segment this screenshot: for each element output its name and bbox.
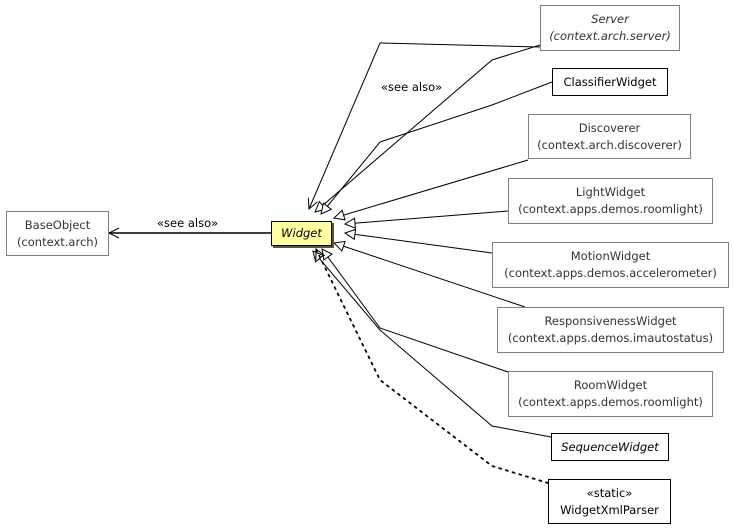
class-name: ResponsivenessWidget xyxy=(544,314,677,328)
class-responsiveness-widget[interactable]: ResponsivenessWidget (context.apps.demos… xyxy=(497,307,724,353)
class-name: Widget xyxy=(281,226,322,240)
edge-sequence-generalization xyxy=(313,251,552,438)
class-classifier-widget[interactable]: ClassifierWidget xyxy=(552,68,668,96)
edge-xmlparser-dependency xyxy=(315,249,549,484)
class-package: (context.arch.discoverer) xyxy=(537,137,682,152)
class-name: RoomWidget xyxy=(573,378,648,392)
class-name: Server xyxy=(591,12,629,26)
class-name: MotionWidget xyxy=(570,249,651,263)
edge-classifier-generalization xyxy=(321,81,553,214)
class-base-object[interactable]: BaseObject (context.arch) xyxy=(6,211,109,256)
class-motion-widget[interactable]: MotionWidget (context.apps.demos.acceler… xyxy=(492,242,729,288)
class-name: LightWidget xyxy=(575,185,646,199)
class-package: (context.apps.demos.roomlight) xyxy=(518,395,703,409)
edge-label-server-widget: «see also» xyxy=(381,80,443,94)
edge-discoverer-generalization xyxy=(334,159,529,218)
class-room-widget[interactable]: RoomWidget (context.apps.demos.roomlight… xyxy=(508,371,713,417)
class-name: SequenceWidget xyxy=(561,439,659,454)
edge-light-generalization xyxy=(345,210,509,224)
edge-label-widget-baseobject: «see also» xyxy=(157,216,219,230)
class-widget-xml-parser[interactable]: «static» WidgetXmlParser xyxy=(548,479,671,524)
class-name: BaseObject xyxy=(24,217,91,232)
class-discoverer[interactable]: Discoverer (context.arch.discoverer) xyxy=(528,114,691,159)
class-package: (context.apps.demos.accelerometer) xyxy=(504,266,717,280)
class-server[interactable]: Server (context.arch.server) xyxy=(540,5,680,51)
class-name: Discoverer xyxy=(578,120,641,135)
class-sequence-widget[interactable]: SequenceWidget xyxy=(551,433,669,461)
class-package: (context.apps.demos.imautostatus) xyxy=(507,331,714,345)
class-stereotype: «static» xyxy=(586,485,633,500)
edge-server-generalization xyxy=(315,44,541,212)
class-package: (context.arch) xyxy=(16,234,99,249)
class-package: (context.apps.demos.roomlight) xyxy=(518,202,703,216)
edge-responsiveness-generalization xyxy=(334,243,526,308)
edge-room-generalization xyxy=(322,249,509,373)
class-name: ClassifierWidget xyxy=(563,74,657,89)
class-package: (context.arch.server) xyxy=(549,29,671,43)
edge-motion-generalization xyxy=(345,233,493,254)
class-widget[interactable]: Widget xyxy=(271,221,332,246)
class-light-widget[interactable]: LightWidget (context.apps.demos.roomligh… xyxy=(508,178,713,224)
class-name: WidgetXmlParser xyxy=(560,502,659,517)
edge-server-widget xyxy=(309,42,541,209)
